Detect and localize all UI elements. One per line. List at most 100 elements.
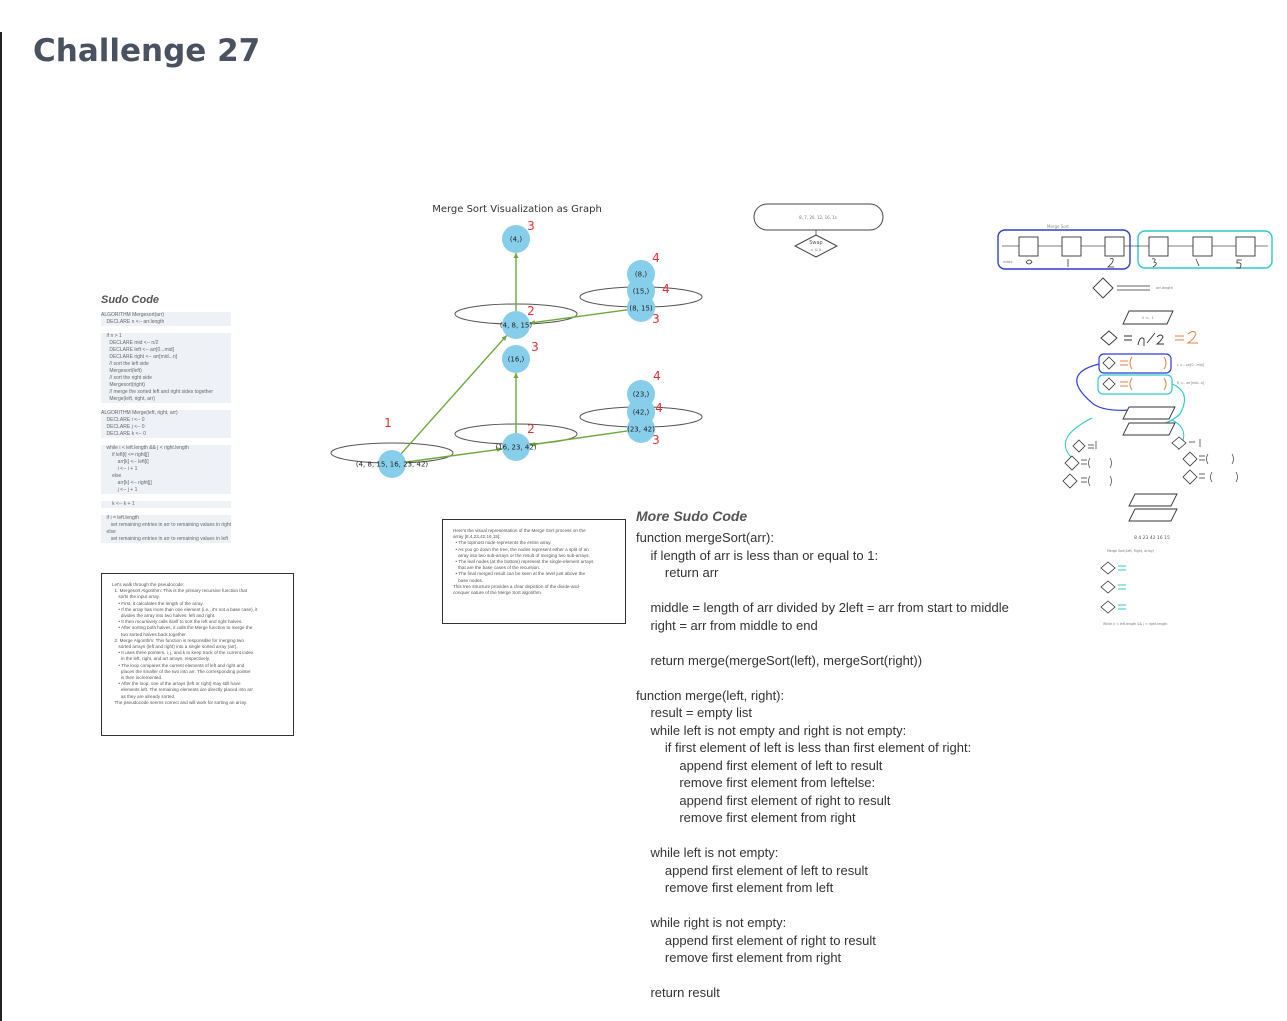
graph-edge-arrow <box>529 319 536 325</box>
graph-node-label: (42,) <box>633 409 650 417</box>
right-split-label: R <-- arr[mid...n] <box>1177 381 1204 385</box>
swap-decision <box>793 234 839 258</box>
sudo-code-line: DECLARE left <-- arr[0...mid] <box>101 347 232 354</box>
sudo-code-line <box>101 508 231 515</box>
swap-text: Swap <box>809 240 823 246</box>
length-decision <box>1092 277 1114 299</box>
sudo-code-line: k <-- k + 1 <box>101 501 232 508</box>
array-values-label: 8 4 23 42 16 15 <box>1134 535 1170 541</box>
graph-note-line: conquer nature of the Merge Sort algorit… <box>453 590 543 596</box>
array-cell-4 <box>1192 236 1213 257</box>
sudo-code-title: Sudo Code <box>101 294 160 306</box>
start-terminal <box>753 203 884 231</box>
sketch-top-label: Merge Sort <box>1047 224 1069 229</box>
page-title: Challenge 27 <box>33 33 261 69</box>
left-split-label: L <-- arr[0...mid] <box>1177 363 1204 367</box>
mergesort-left-io <box>1122 406 1176 420</box>
more-sudo-code-line: remove first element from leftelse: <box>636 775 876 790</box>
merge-io-2 <box>1128 508 1178 522</box>
array-cell-2 <box>1104 236 1125 257</box>
graph-edge-arrow <box>513 373 519 378</box>
more-sudo-code-line: right = arr from middle to end <box>636 617 818 633</box>
graph-level-label: 4 <box>653 369 661 383</box>
more-sudo-code-line: remove first element from right <box>636 810 856 825</box>
sudo-code-line: Mergesort(right) <box>101 382 232 389</box>
walkthrough-line: as they are already sorted. <box>112 693 176 699</box>
left-half-outline <box>997 229 1131 270</box>
graph-edge-arrow <box>513 253 519 258</box>
graph-level-label: 3 <box>527 219 535 233</box>
graph-node-label: (8, 15) <box>629 305 653 313</box>
walkthrough-line: The pseudocode seems correct and will wo… <box>112 699 248 705</box>
walkthrough-line: • If the array has more than one element… <box>112 606 258 612</box>
sudo-code-line: ALGORITHM Mergesort(arr) <box>101 312 232 319</box>
graph-level-label: 2 <box>527 304 535 318</box>
graph-node-label: (4,) <box>510 236 522 244</box>
mid-decision <box>1100 330 1118 346</box>
walkthrough-line: divides the array into two halves: left … <box>112 613 216 619</box>
sudo-code-line: DECLARE j <-- 0 <box>101 424 232 431</box>
more-sudo-code-line: append first element of right to result <box>636 792 891 808</box>
graph-node <box>502 311 530 339</box>
merge-sort-graph: Merge Sort Visualization as Graph (4,)3(… <box>330 204 703 478</box>
more-sudo-code-line <box>636 669 1009 687</box>
graph-edge-arrow <box>496 447 503 453</box>
graph-node <box>627 415 655 443</box>
sudo-code-line <box>101 326 231 333</box>
flowchart-sketch: 8, 7, 20, 12, 16, 1s Swap < & 0 <box>753 203 884 258</box>
sudo-code-line: DECLARE i <-- 0 <box>101 417 232 424</box>
walkthrough-line: places the smaller of the two into arr. … <box>112 668 251 674</box>
graph-level-label: 3 <box>652 312 660 326</box>
sudo-code-line: arr[k] <-- left[i] <box>101 459 232 466</box>
walkthrough-note: Let's walk through the pseudocode: 1. Me… <box>101 573 294 736</box>
graph-node <box>502 433 530 461</box>
init-io <box>1122 310 1174 325</box>
sudo-code-line: // merge the sorted left and right sides… <box>101 389 232 396</box>
graph-note-line: This tree structure provides a clear dep… <box>453 583 581 589</box>
sudo-code-line: arr[k] <-- right[j] <box>101 480 232 487</box>
sudo-code-line: DECLARE k <-- 0 <box>101 431 232 438</box>
whiteboard-sketch: Merge Sort index arr.length ii <-- 1 L <… <box>997 224 1273 626</box>
array-cell-1 <box>1061 236 1082 257</box>
sudo-code-line <box>101 438 231 445</box>
more-sudo-code-line <box>636 634 1009 652</box>
graph-level-label: 2 <box>527 422 535 436</box>
sudo-code-line: Merge(left, right, arr) <box>101 396 232 403</box>
graph-note-line: • The leaf nodes (at the bottom) represe… <box>453 559 594 565</box>
walkthrough-line: Let's walk through the pseudocode: <box>112 582 185 587</box>
sudo-code-line: j <-- j + 1 <box>101 487 232 494</box>
merge-io-1 <box>1128 493 1178 507</box>
more-sudo-code-line: append first element of left to result <box>636 757 883 773</box>
graph-note-line: • The topmost node represents the entire… <box>453 540 552 546</box>
graph-note-line: array into two sub-arrays or the result … <box>453 552 590 558</box>
sudo-code-line: else <box>101 529 232 536</box>
merge-call-label: Merge Sort(Left, Right, Array) <box>1107 549 1154 553</box>
more-sudo-code-line: return merge(mergeSort(left), mergeSort(… <box>636 652 923 668</box>
sudo-code-line: if left[i] <= right[j] <box>101 452 232 459</box>
more-sudo-code-line: return arr <box>636 565 719 580</box>
graph-level-label: 4 <box>662 282 670 296</box>
sudo-code-line: DECLARE n <-- arr.length <box>101 319 232 326</box>
walkthrough-line: • First, it calculates the length of the… <box>112 600 204 606</box>
sudo-code-line: i <-- i + 1 <box>101 466 232 473</box>
recursion-arrow-blue <box>1076 363 1132 411</box>
graph-node-label: (4, 8, 15, 16, 23, 42) <box>356 461 429 469</box>
graph-level-label: 3 <box>652 433 660 447</box>
more-sudo-code-line <box>636 897 1009 915</box>
sudo-code-line: set remaining entries in arr to remainin… <box>101 522 232 529</box>
graph-node <box>502 345 530 373</box>
more-sudo-code-line: while left is not empty: <box>636 845 779 860</box>
more-sudo-code-line: append first element of right to result <box>636 932 876 948</box>
graph-note-line: that are the base cases of the recursion… <box>453 565 541 571</box>
graph-edge <box>529 430 630 446</box>
graph-note-line: • As you go down the tree, the nodes rep… <box>453 546 589 552</box>
walkthrough-line: • The loop compares the current elements… <box>112 662 245 668</box>
graph-edge-arrow <box>529 441 536 447</box>
more-sudo-code-line: function mergeSort(arr): <box>636 530 774 545</box>
walkthrough-line: in the left, right, and arr arrays, resp… <box>112 656 210 662</box>
length-label: arr.length <box>1156 286 1173 290</box>
swap-subtext: < & 0 <box>811 247 823 252</box>
mergesort-right-io <box>1122 422 1176 436</box>
more-sudo-code-line <box>636 827 1009 845</box>
start-terminal-text: 8, 7, 20, 12, 16, 1s <box>799 215 837 220</box>
